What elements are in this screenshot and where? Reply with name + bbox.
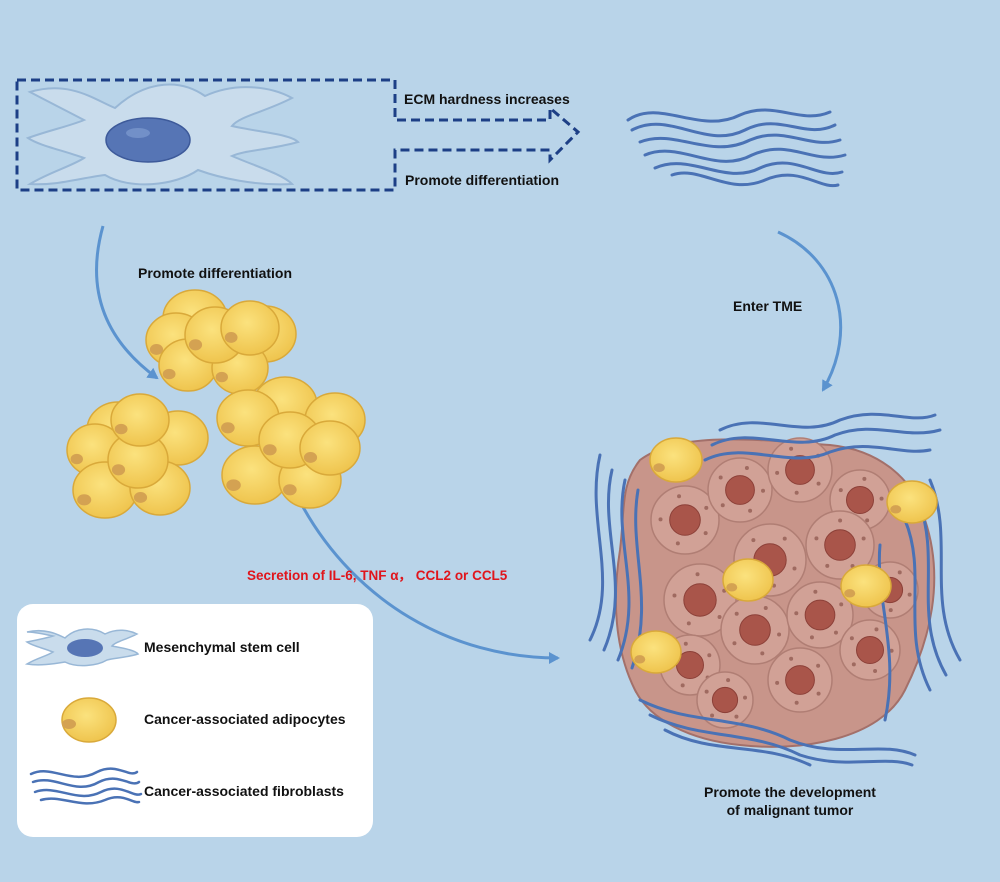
- fibroblast-fiber: [877, 543, 892, 722]
- arrow-secretion: [301, 506, 560, 664]
- tumor-cell: [767, 647, 833, 713]
- fibroblast-fiber: [638, 698, 917, 757]
- adipocyte: [649, 437, 703, 483]
- fibroblast-icon: [29, 767, 143, 805]
- promote-differentiation-label-left: Promote differentiation: [138, 265, 293, 281]
- fibroblast-fiber: [916, 498, 948, 677]
- fibroblast-fiber: [588, 453, 605, 642]
- adipocyte: [107, 431, 169, 489]
- adipocyte: [110, 393, 170, 447]
- enter-tme-label: Enter TME: [733, 298, 803, 314]
- arrow-to-adipocytes: [95, 225, 159, 380]
- ecm-hardness-label: ECM hardness increases: [404, 91, 570, 107]
- tumor-mass: [588, 412, 962, 767]
- fibroblast-bundle-top: [626, 108, 847, 188]
- adipocyte: [722, 558, 774, 602]
- tumor-cells: [650, 437, 919, 729]
- adipocyte: [220, 300, 280, 356]
- tumor-cell: [650, 485, 720, 555]
- outcome-label-line2: of malignant tumor: [726, 802, 854, 818]
- mesenchymal-stem-cell-icon: [24, 628, 140, 667]
- legend-label-adipocytes: Cancer-associated adipocytes: [144, 711, 346, 727]
- tumor-cell: [707, 457, 773, 523]
- fibroblast-fiber: [710, 427, 942, 447]
- legend-label-stem-cell: Mesenchymal stem cell: [144, 639, 300, 655]
- tumor-fibroblasts: [588, 412, 962, 767]
- adipocyte: [630, 630, 682, 674]
- promote-differentiation-label-top: Promote differentiation: [405, 172, 560, 188]
- legend: Mesenchymal stem cell Cancer-associated …: [17, 604, 373, 837]
- fibroblast-fiber: [703, 445, 932, 462]
- fibroblast-fiber: [718, 412, 937, 432]
- fibroblast-fiber: [602, 468, 617, 652]
- tumor-cell: [839, 619, 901, 681]
- mesenchymal-stem-cell: [25, 83, 300, 186]
- tumor-cell: [720, 595, 790, 665]
- fibroblast-fiber: [903, 518, 932, 692]
- fibroblast-fiber: [648, 713, 914, 767]
- tumor-adipocytes: [630, 437, 938, 674]
- fibroblast-fiber: [616, 478, 631, 662]
- tumor-cell: [805, 510, 875, 580]
- adipocyte: [840, 564, 892, 608]
- tumor-cell: [696, 671, 754, 729]
- adipocyte: [299, 420, 361, 476]
- adipocyte: [886, 480, 938, 524]
- dashed-arrow-box: [15, 78, 581, 192]
- fibroblast-fiber: [663, 728, 812, 767]
- arrow-enter-tme: [777, 230, 843, 392]
- secretion-label: Secretion of IL-6, TNF α， CCL2 or CCL5: [247, 568, 508, 583]
- adipocyte-icon: [61, 697, 117, 743]
- tumor-cell: [786, 581, 854, 649]
- outcome-label-line1: Promote the development: [704, 784, 876, 800]
- adipocyte-clusters: [66, 289, 366, 519]
- legend-label-fibroblasts: Cancer-associated fibroblasts: [144, 783, 344, 799]
- tumor-cell: [767, 437, 833, 503]
